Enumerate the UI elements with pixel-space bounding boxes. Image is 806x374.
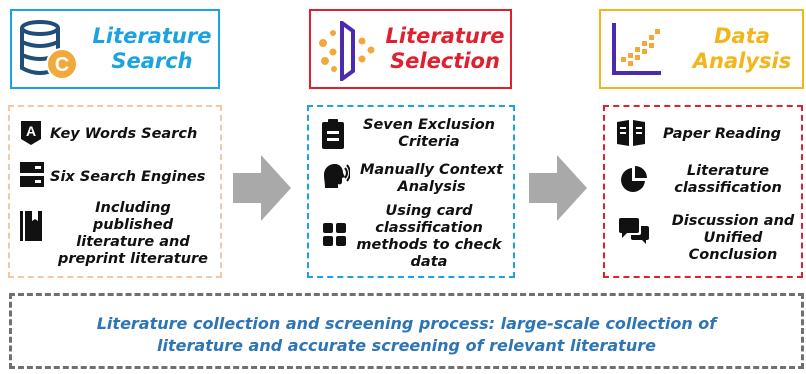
arrow-right-icon [233, 155, 291, 221]
literature-selection-title: Literature Selection [385, 24, 505, 73]
book-icon [20, 211, 42, 241]
svg-text:C: C [55, 54, 69, 76]
grid-cards-icon [323, 223, 346, 246]
manually-context-analysis-text: Manually Context Analysis [359, 162, 504, 195]
filter-funnel-icon [319, 21, 375, 81]
speaking-head-icon [324, 164, 350, 188]
card-classification-text: Using card classification methods to che… [356, 203, 502, 270]
literature-selection-header: Literature Selection [309, 9, 512, 89]
data-analysis-box: Paper Reading Literature classification … [603, 105, 803, 278]
literature-search-title: Literature Search [92, 24, 212, 73]
literature-selection-box: Seven Exclusion Criteria Manually Contex… [307, 105, 515, 278]
literature-classification-text: Literature classification [674, 163, 782, 196]
literature-search-box: A Key Words Search Six Search Engines In… [8, 105, 222, 278]
open-book-icon [617, 120, 645, 146]
data-analysis-title: Data Analysis [692, 24, 792, 73]
database-copyright-icon: C [20, 20, 78, 80]
data-analysis-header: Data Analysis [599, 9, 804, 89]
server-icon [20, 162, 44, 187]
chat-bubbles-icon [619, 218, 649, 244]
paper-reading-text: Paper Reading [663, 126, 782, 142]
scatter-chart-icon [612, 23, 661, 75]
six-search-engines-text: Six Search Engines [50, 169, 206, 185]
summary-text: Literature collection and screening proc… [96, 314, 717, 355]
discussion-conclusion-text: Discussion and Unified Conclusion [671, 213, 795, 263]
key-words-search-text: Key Words Search [50, 126, 198, 142]
clipboard-icon [322, 119, 344, 149]
summary-footer-box: Literature collection and screening proc… [9, 293, 804, 369]
literature-search-header: C Literature Search [10, 9, 220, 89]
svg-text:A: A [26, 123, 36, 139]
including-published-text: Including published literature and prepr… [57, 200, 209, 267]
arrow-right-icon [529, 155, 587, 221]
letter-a-badge-icon: A [21, 121, 41, 145]
seven-exclusion-criteria-text: Seven Exclusion Criteria [363, 117, 495, 150]
pie-chart-icon [621, 166, 647, 192]
